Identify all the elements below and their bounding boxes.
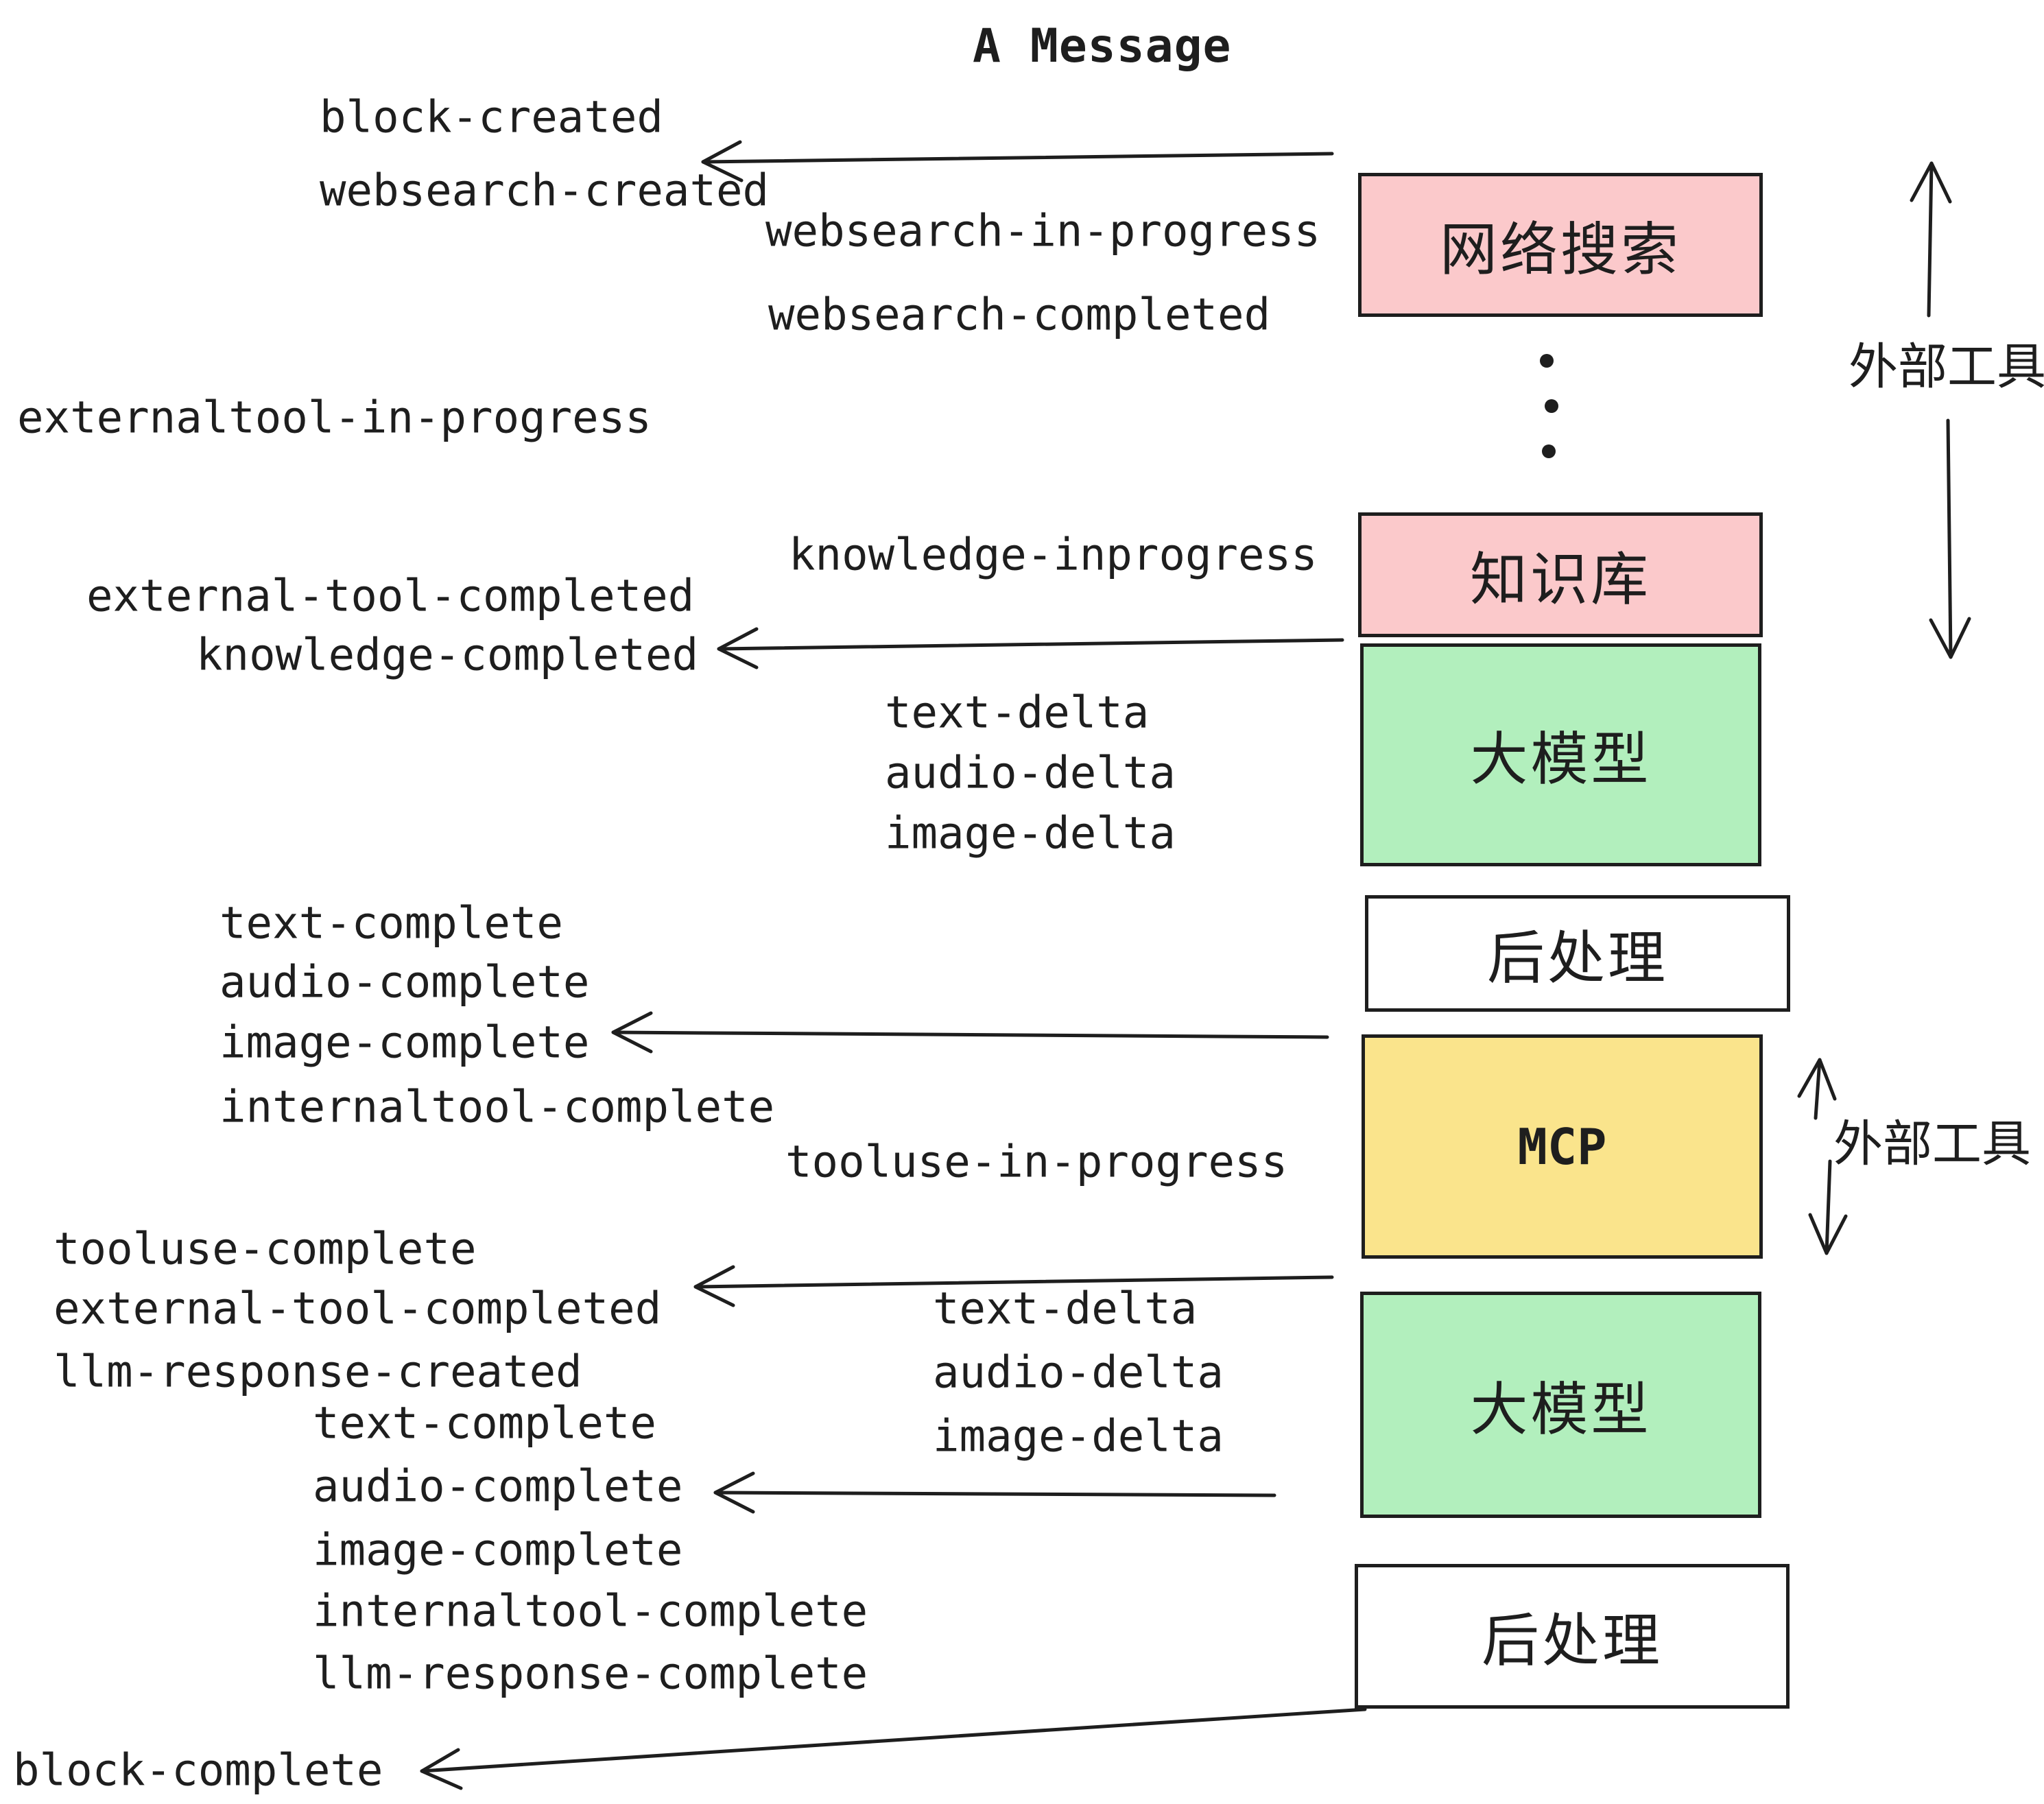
box-postprocess-2-label: 后处理 — [1481, 1607, 1663, 1674]
event-knowledge-completed: knowledge-completed — [196, 630, 699, 681]
event-llm-response-created: llm-response-created — [54, 1346, 582, 1398]
event-tooluse-in-progress: tooluse-in-progress — [785, 1137, 1288, 1188]
box-llm-2: 大模型 — [1360, 1292, 1761, 1518]
event-external-tool-completed-2: external-tool-completed — [54, 1283, 662, 1335]
external-tools-2-up-arrow-icon — [1797, 1058, 1837, 1120]
box-mcp-label: MCP — [1517, 1117, 1607, 1176]
ellipsis-dots-icon — [1540, 354, 1558, 458]
box-llm-1-label: 大模型 — [1470, 726, 1652, 793]
event-audio-delta-1: audio-delta — [885, 748, 1176, 799]
external-tools-annotation-1: 外部工具 — [1849, 337, 2044, 396]
event-image-complete-2: image-complete — [313, 1525, 683, 1576]
event-audio-delta-2: audio-delta — [933, 1347, 1224, 1399]
event-audio-complete-2: audio-complete — [313, 1461, 683, 1512]
event-websearch-created: websearch-created — [320, 165, 770, 217]
event-websearch-completed: websearch-completed — [768, 289, 1271, 341]
box-llm-1: 大模型 — [1360, 643, 1761, 866]
box-websearch: 网络搜索 — [1358, 173, 1763, 317]
event-internaltool-complete-1: internaltool-complete — [219, 1082, 775, 1133]
event-externaltool-in-progress: externaltool-in-progress — [17, 392, 652, 444]
event-block-complete: block-complete — [13, 1745, 383, 1796]
box-postprocess-1-label: 后处理 — [1486, 924, 1668, 992]
box-knowledge-label: 知识库 — [1469, 545, 1651, 613]
event-text-complete-1: text-complete — [219, 898, 563, 949]
event-knowledge-inprogress: knowledge-inprogress — [789, 530, 1318, 581]
diagram-title: A Message — [973, 19, 1232, 73]
event-external-tool-completed-1: external-tool-completed — [86, 571, 695, 622]
external-tools-1-down-arrow-icon — [1929, 418, 1971, 659]
event-text-complete-2: text-complete — [313, 1398, 656, 1449]
arrow-audio-complete-icon — [713, 1471, 1276, 1514]
event-internaltool-complete-2: internaltool-complete — [313, 1586, 868, 1637]
arrow-knowledge-completed-icon — [717, 627, 1344, 669]
arrow-image-complete-icon — [611, 1011, 1329, 1054]
box-websearch-label: 网络搜索 — [1439, 215, 1681, 283]
box-mcp: MCP — [1362, 1034, 1763, 1259]
event-image-delta-1: image-delta — [885, 808, 1176, 859]
event-text-delta-1: text-delta — [885, 687, 1150, 739]
box-knowledge: 知识库 — [1358, 512, 1763, 637]
event-text-delta-2: text-delta — [933, 1283, 1198, 1335]
event-audio-complete-1: audio-complete — [219, 957, 590, 1008]
external-tools-annotation-2: 外部工具 — [1833, 1115, 2032, 1173]
event-image-complete-1: image-complete — [219, 1017, 590, 1069]
box-postprocess-1: 后处理 — [1365, 895, 1790, 1012]
box-llm-2-label: 大模型 — [1470, 1375, 1652, 1443]
arrow-block-complete-icon — [420, 1707, 1367, 1790]
box-postprocess-2: 后处理 — [1355, 1564, 1790, 1709]
event-image-delta-2: image-delta — [933, 1411, 1224, 1462]
external-tools-1-up-arrow-icon — [1910, 161, 1952, 318]
event-tooluse-complete: tooluse-complete — [54, 1224, 477, 1275]
event-block-created: block-created — [320, 92, 663, 143]
event-websearch-in-progress: websearch-in-progress — [765, 206, 1321, 257]
event-llm-response-complete: llm-response-complete — [313, 1648, 868, 1700]
arrow-block-created-icon — [701, 140, 1334, 182]
